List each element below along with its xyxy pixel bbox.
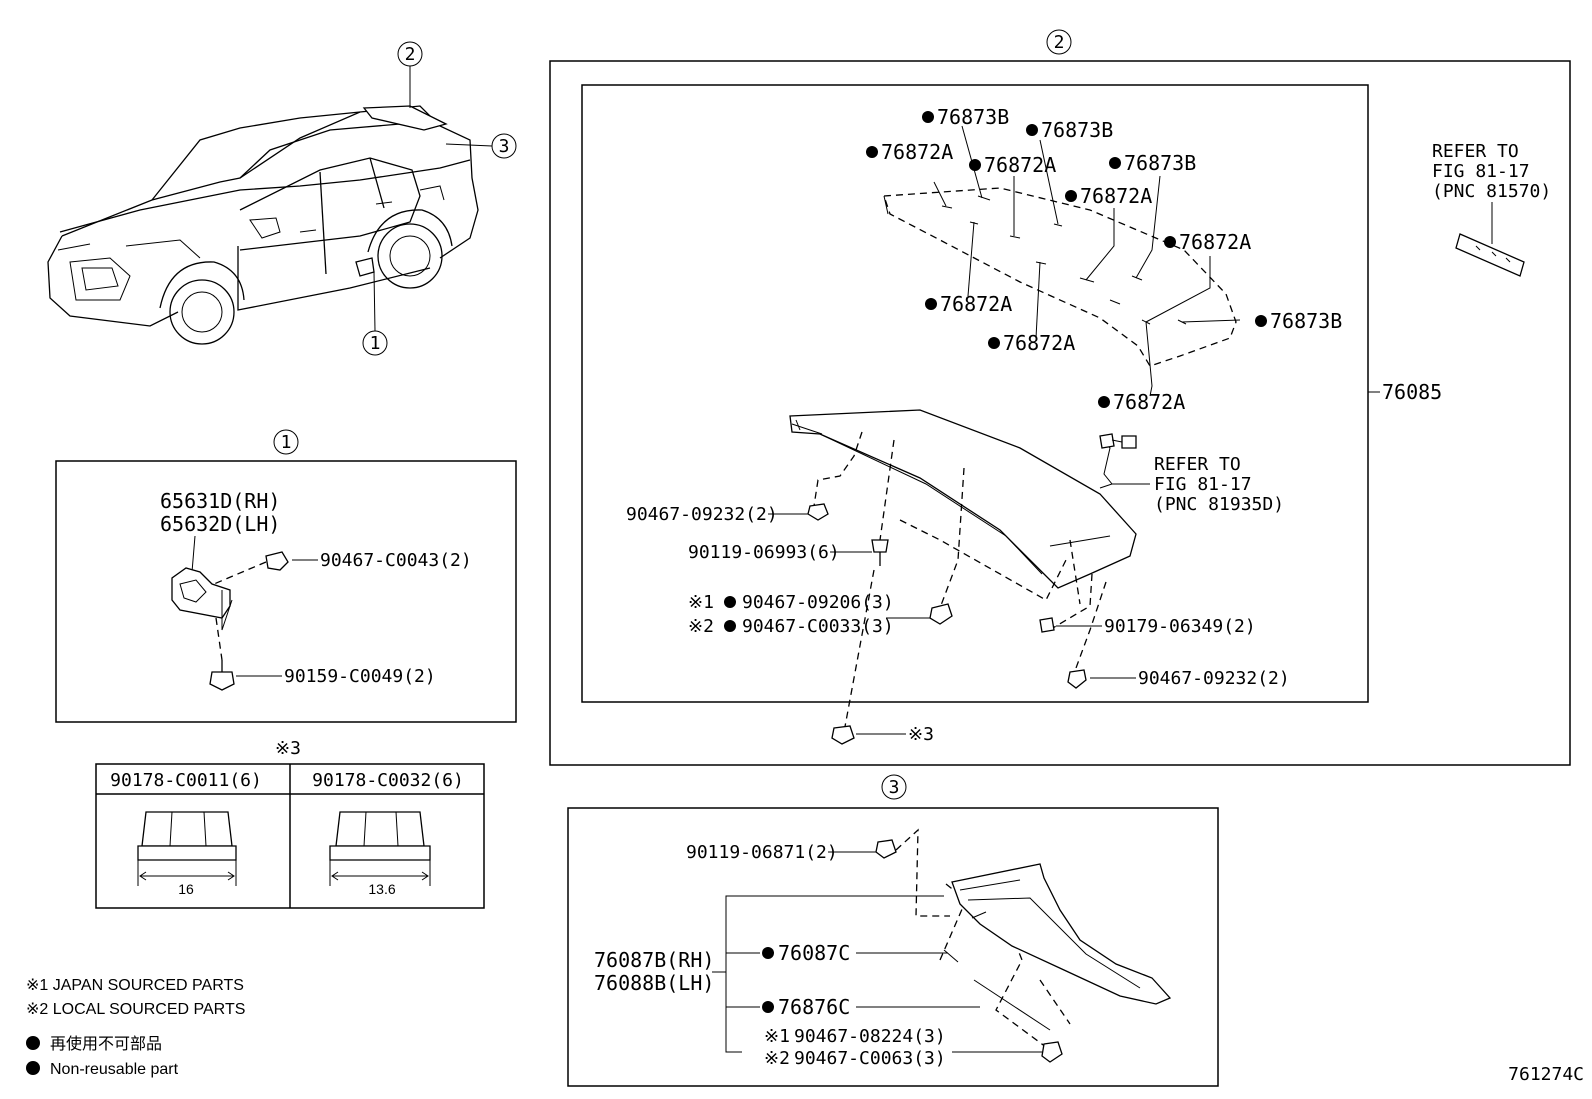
nut-header-0: 90178-C0011(6) <box>110 770 262 791</box>
section-3-callout: 3 <box>889 777 900 798</box>
tail-light-bracket <box>171 567 231 619</box>
nut-table: ※3 90178-C0011(6) 90178-C0032(6) 16 <box>95 738 485 909</box>
label-90467-C0043: 90467-C0043(2) <box>320 550 472 571</box>
note-local-sourced: ※2 LOCAL SOURCED PARTS <box>26 1001 245 1018</box>
tape-label-9: 76873B <box>1270 309 1342 333</box>
part-65632D: 65632D(LH) <box>160 512 280 536</box>
vehicle-illustration <box>47 105 479 345</box>
label-90467-09232-a: 90467-09232(2) <box>626 504 778 525</box>
label-90119-06993: 90119-06993(6) <box>688 542 840 563</box>
section-2-callout: 2 <box>1054 32 1065 53</box>
section-2-outer-box <box>549 60 1571 766</box>
label-90467-09206: 90467-09206(3) <box>742 592 894 613</box>
tape-label-8: 76872A <box>1003 331 1075 355</box>
nut-dim-0: 16 <box>178 881 194 897</box>
note-japan-sourced: ※1 JAPAN SOURCED PARTS <box>26 977 244 994</box>
nut-table-ref-mark: ※3 <box>275 738 301 759</box>
mark-japan-1: ※1 <box>764 1026 790 1047</box>
label-90467-C0033: 90467-C0033(3) <box>742 616 894 637</box>
tape-label-1: 76873B <box>1041 118 1113 142</box>
note-nonreusable-jp: 再使用不可部品 <box>50 1035 162 1053</box>
section-3: 3 90119-06871(2) 76087B(RH) 76088B(LH) 7… <box>567 774 1219 1087</box>
tape-76087C: 76087C <box>778 941 850 965</box>
part-76088B: 76088B(LH) <box>594 971 714 995</box>
tape-label-10: 76872A <box>1113 390 1185 414</box>
stop-lamp-bracket <box>1455 233 1525 277</box>
refer-b-line-0: REFER TO <box>1154 454 1241 475</box>
section-1-box <box>55 460 517 723</box>
tape-label-3: 76872A <box>984 153 1056 177</box>
assembly-76085: 76085 <box>1382 380 1442 404</box>
section-1-callout: 1 <box>281 432 292 453</box>
screw-90119-06871 <box>875 839 897 859</box>
tape-label-7: 76872A <box>940 292 1012 316</box>
nut-dim-1: 13.6 <box>368 881 395 897</box>
refer-a-line-1: FIG 81-17 <box>1432 161 1530 182</box>
refer-b-line-2: (PNC 81935D) <box>1154 494 1284 515</box>
tape-label-2: 76872A <box>881 140 953 164</box>
label-90467-09232-b: 90467-09232(2) <box>1138 668 1290 689</box>
section-3-box <box>567 807 1219 1087</box>
label-90467-08224: 90467-08224(3) <box>794 1026 946 1047</box>
label-90159-C0049: 90159-C0049(2) <box>284 666 436 687</box>
callout-1-vehicle: 1 <box>362 271 388 356</box>
screw-90119-06993 <box>871 539 889 553</box>
label-90467-C0063: 90467-C0063(3) <box>794 1048 946 1069</box>
callout-3-label: 3 <box>499 136 510 157</box>
callout-2-label: 2 <box>405 44 416 65</box>
wire-harness <box>1099 433 1150 489</box>
tape-76876C: 76876C <box>778 995 850 1019</box>
note-nonreusable-en: Non-reusable part <box>50 1061 179 1078</box>
section-2-inner-box <box>581 84 1369 703</box>
section-1: 1 65631D(RH) 65632D(LH) 90467-C0043(2) 9… <box>55 429 517 723</box>
tape-label-4: 76873B <box>1124 151 1196 175</box>
mark-local-1: ※2 <box>764 1048 790 1069</box>
rear-spoiler <box>789 409 1137 589</box>
refer-a-line-0: REFER TO <box>1432 141 1519 162</box>
label-90119-06871: 90119-06871(2) <box>686 842 838 863</box>
clip-90467-08224 <box>1041 1041 1063 1063</box>
tape-label-5: 76872A <box>1080 184 1152 208</box>
refer-a-line-2: (PNC 81570) <box>1432 181 1551 202</box>
nut-header-1: 90178-C0032(6) <box>312 770 464 791</box>
clip-90467-09232-a <box>807 503 829 521</box>
refer-b-line-1: FIG 81-17 <box>1154 474 1252 495</box>
part-76087B: 76087B(RH) <box>594 948 714 972</box>
nut-icon-0 <box>137 811 237 886</box>
tape-label-0: 76873B <box>937 105 1009 129</box>
label-90179-06349: 90179-06349(2) <box>1104 616 1256 637</box>
bolt-90159-C0049 <box>209 671 235 691</box>
tape-label-6: 76872A <box>1179 230 1251 254</box>
nut-ref3 <box>831 725 855 745</box>
mark-local-0: ※2 <box>688 616 714 637</box>
part-65631D: 65631D(RH) <box>160 489 280 513</box>
clip-90467-09206 <box>929 603 953 625</box>
quarter-garnish <box>951 863 1172 1005</box>
callout-2-vehicle: 2 <box>397 41 423 108</box>
label-ref3: ※3 <box>908 724 934 745</box>
mark-japan-0: ※1 <box>688 592 714 613</box>
diagram-code: 761274C <box>1508 1064 1584 1085</box>
callout-1-label: 1 <box>370 333 381 354</box>
nut-icon-1 <box>329 811 431 886</box>
legend-notes: ※1 JAPAN SOURCED PARTS ※2 LOCAL SOURCED … <box>26 977 245 1078</box>
nut-90179-06349 <box>1039 617 1055 633</box>
clip-90467-09232-b <box>1067 669 1087 689</box>
clip-90467-C0043 <box>265 551 289 571</box>
section-2: 2 76873B 76873B <box>549 29 1571 766</box>
callout-3-vehicle: 3 <box>445 133 517 159</box>
tape-labels: 76873B 76873B 76872A 76872A 76873B 76872… <box>866 105 1342 414</box>
